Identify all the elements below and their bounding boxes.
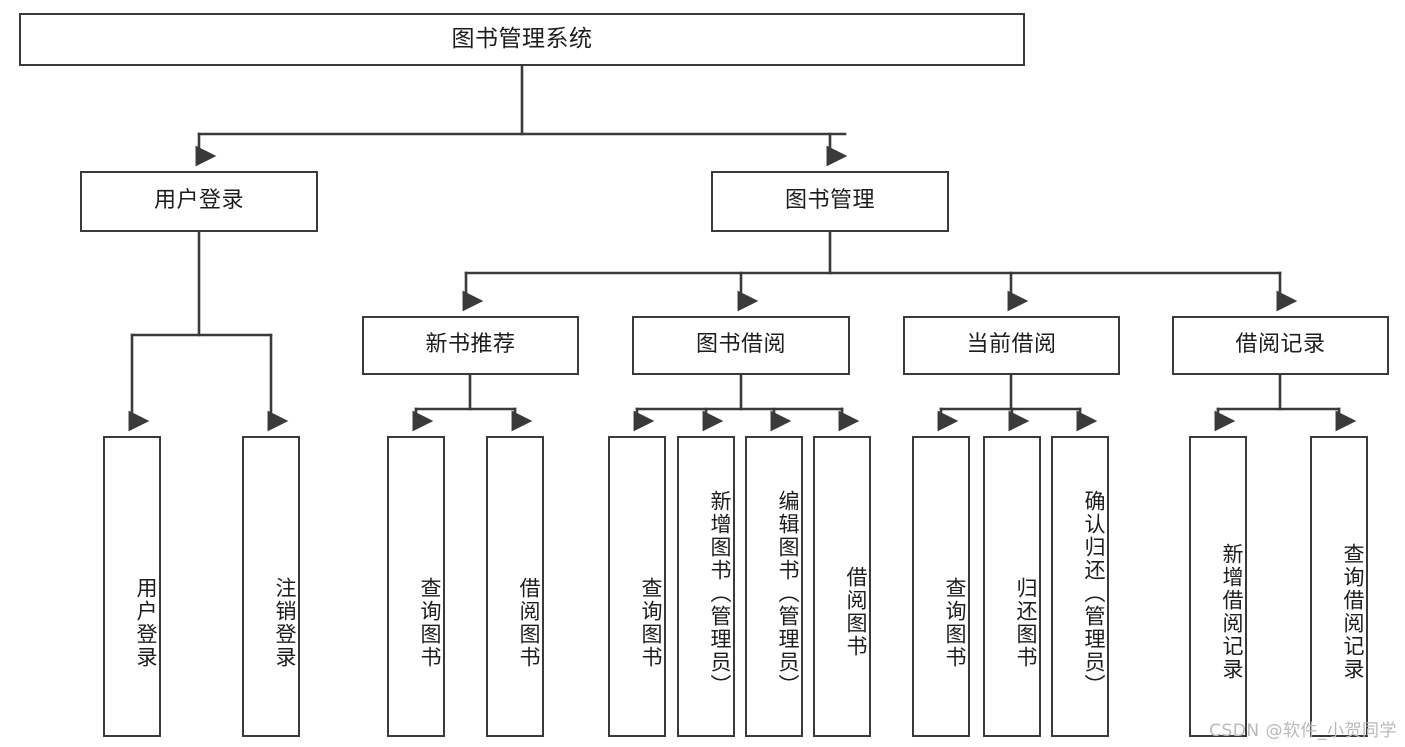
watermark-text: CSDN @软件_小贺同学 [1209, 721, 1397, 741]
node-new-book-rec[interactable]: 新书推荐 [362, 316, 579, 375]
leaf-edit-book[interactable]: 编辑图书（管理员） [745, 436, 803, 737]
leaf-logout[interactable]: 注销登录 [242, 436, 300, 737]
node-borrow-record[interactable]: 借阅记录 [1172, 316, 1389, 375]
leaf-query-record[interactable]: 查询借阅记录 [1310, 436, 1368, 737]
leaf-add-book[interactable]: 新增图书（管理员） [677, 436, 735, 737]
leaf-query-book-1[interactable]: 查询图书 [387, 436, 445, 737]
leaf-user-login[interactable]: 用户登录 [103, 436, 161, 737]
leaf-query-book-3[interactable]: 查询图书 [912, 436, 970, 737]
node-book-manage[interactable]: 图书管理 [711, 171, 949, 232]
leaf-borrow-book-2[interactable]: 借阅图书 [813, 436, 871, 737]
leaf-query-book-2[interactable]: 查询图书 [608, 436, 666, 737]
node-book-borrow[interactable]: 图书借阅 [632, 316, 850, 375]
node-user-login[interactable]: 用户登录 [80, 171, 318, 232]
node-root[interactable]: 图书管理系统 [19, 13, 1025, 66]
leaf-confirm-return[interactable]: 确认归还（管理员） [1051, 436, 1109, 737]
leaf-borrow-book-1[interactable]: 借阅图书 [486, 436, 544, 737]
leaf-return-book[interactable]: 归还图书 [983, 436, 1041, 737]
node-current-borrow[interactable]: 当前借阅 [903, 316, 1120, 375]
leaf-add-record[interactable]: 新增借阅记录 [1189, 436, 1247, 737]
